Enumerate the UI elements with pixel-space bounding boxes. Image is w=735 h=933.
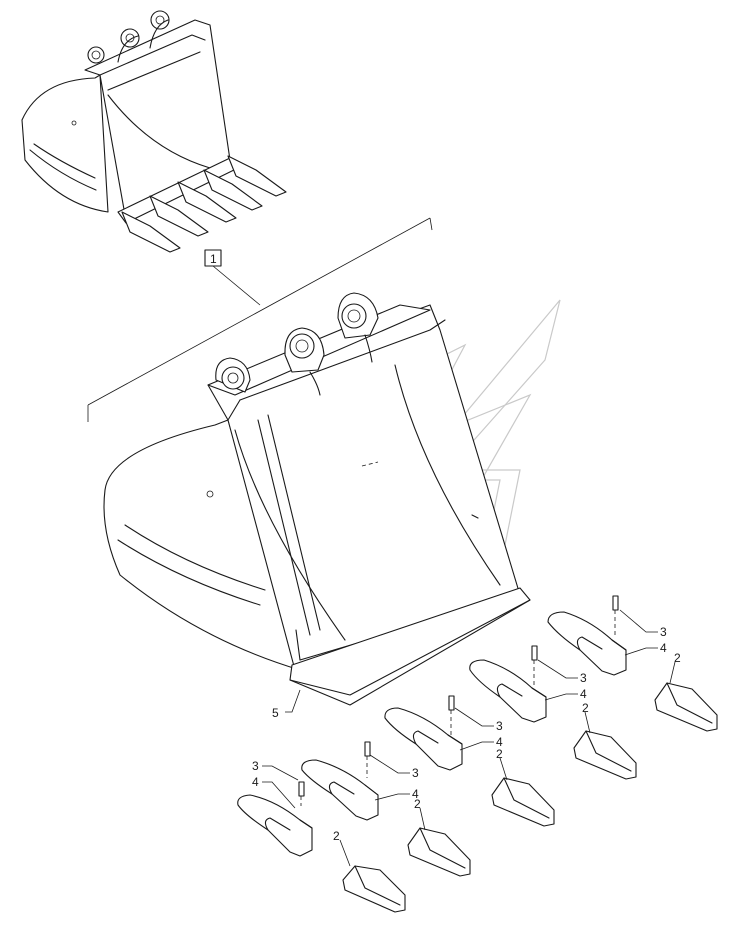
adapter-5 [547, 611, 627, 676]
callout-3: 3 [496, 719, 503, 733]
reference-callout-1: 1 [87, 217, 433, 422]
callout-4: 4 [412, 787, 419, 801]
callout-4: 4 [252, 775, 259, 789]
adapter-3 [384, 707, 463, 771]
bucket-assembly [103, 292, 531, 706]
callout-3: 3 [580, 671, 587, 685]
reference-bucket-illustration [21, 10, 287, 253]
pin-2 [364, 741, 371, 757]
pin-set [298, 595, 619, 806]
tooth-2 [407, 827, 471, 877]
callout-labels: 5 3 4 3 4 3 4 3 4 3 4 2 2 2 2 2 [252, 625, 681, 843]
callout-5: 5 [272, 706, 279, 720]
adapter-4 [469, 659, 547, 723]
callout-3: 3 [412, 766, 419, 780]
callout-2: 2 [674, 651, 681, 665]
callout-4: 4 [496, 735, 503, 749]
adapter-set [237, 611, 627, 857]
callout-4: 4 [580, 687, 587, 701]
reference-box-label: 1 [210, 252, 217, 266]
adapter-2 [301, 759, 379, 821]
tooth-5 [654, 682, 718, 732]
tooth-1 [342, 865, 406, 913]
adapter-1 [237, 794, 313, 857]
callout-4: 4 [660, 641, 667, 655]
callout-3: 3 [252, 759, 259, 773]
callout-2: 2 [333, 829, 340, 843]
pin-3 [448, 695, 455, 711]
pin-5 [612, 595, 619, 611]
pin-4 [531, 645, 538, 661]
pin-1 [298, 781, 305, 797]
callout-3: 3 [660, 625, 667, 639]
tooth-3 [491, 777, 555, 827]
callout-leaders [262, 609, 676, 867]
tooth-4 [573, 730, 637, 780]
callout-2: 2 [496, 747, 503, 761]
tooth-set [342, 682, 718, 913]
callout-2: 2 [582, 701, 589, 715]
callout-2: 2 [414, 797, 421, 811]
